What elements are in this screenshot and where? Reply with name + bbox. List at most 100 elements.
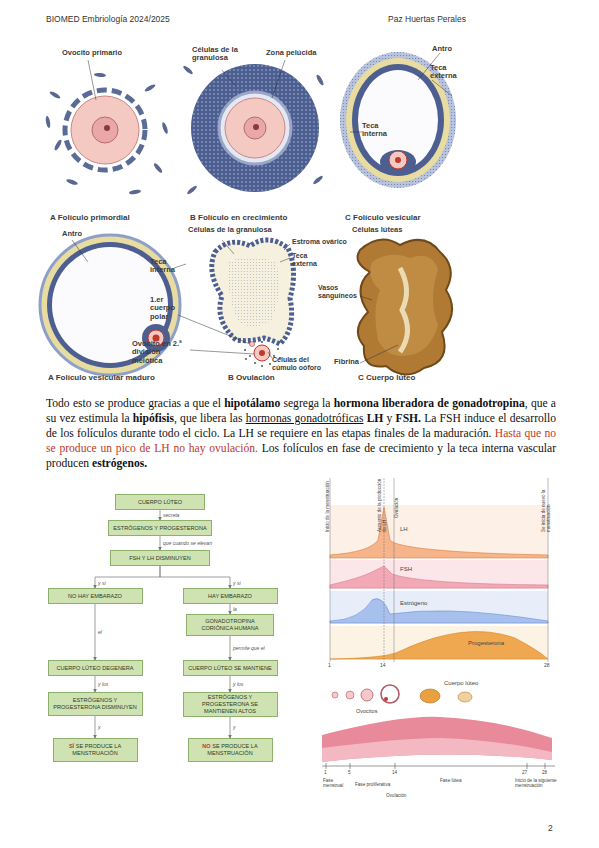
box-text: GONADOTROPINA CORIÓNICA HUMANA [201, 618, 258, 631]
figure-label: 28 [542, 770, 547, 775]
edge-label: y los [98, 681, 108, 687]
page-header: BIOMED Embriología 2024/2025 [46, 15, 170, 25]
process-box: CUERPO LÚTEO DEGENERA [48, 660, 143, 676]
page-header: 2 [548, 824, 553, 834]
hormone-chart-part [330, 591, 548, 624]
figure-label: Antro [62, 230, 82, 238]
leader-line-part [88, 60, 96, 100]
stroma-cells-part [312, 175, 324, 186]
box-text: FSH Y LH DISMINUYEN [129, 555, 191, 561]
leader-line-part [174, 264, 186, 268]
body-text: segrega la [283, 397, 330, 410]
hormone-chart-part [322, 717, 552, 762]
flow-arrow [160, 510, 161, 520]
stroma-cells-part [129, 189, 142, 195]
figure-label: Células del cúmulo oóforo [272, 356, 332, 372]
hormone-chart-part [330, 632, 548, 659]
stroma-cells-part [49, 90, 61, 99]
leader-line-part [350, 132, 362, 133]
body-text: estrógenos. [92, 457, 147, 470]
box-text: HAY EMBARAZO [208, 593, 252, 600]
corpus-luteum [358, 240, 453, 375]
leader-line-part [72, 240, 88, 262]
box-text: CUERPO LÚTEO SE MANTIENE [188, 665, 272, 672]
growing-follicle-part [219, 92, 291, 164]
hormone-chart-part [361, 689, 373, 701]
figure-label: 5 [348, 770, 351, 775]
figure-label: Teca externa [292, 252, 324, 268]
figure-label: 14 [392, 770, 397, 775]
stroma-cells-part [315, 74, 324, 86]
figure-label: FSH [400, 566, 412, 573]
figure-label: C Cuerpo lúteo [358, 374, 415, 383]
body-text: , que libera las [174, 412, 242, 425]
figure-label: 1 [324, 770, 327, 775]
figure-label: B Ovulación [228, 374, 275, 383]
ovulation-part [228, 257, 279, 327]
hormone-chart [322, 478, 555, 769]
flow-arrow [230, 604, 231, 614]
hormone-chart-part [326, 763, 327, 769]
hormone-chart-part [350, 763, 351, 769]
hormone-chart-part [381, 685, 399, 703]
edge-label: el [98, 629, 102, 635]
hormone-chart-part [384, 478, 385, 662]
figure-label: Fase proliferativa [355, 782, 390, 787]
edge-label: permite que el [233, 645, 265, 651]
ovulation-part-part [261, 365, 263, 367]
process-box: ESTRÓGENOS Y PROGESTERONA DISMINUYEN [48, 692, 143, 716]
growing-follicle-part [225, 98, 285, 158]
body-text: hipotálamo [224, 397, 280, 410]
ovulation-part [244, 341, 281, 367]
figure-label: Fase lútea [440, 778, 461, 783]
hormone-chart-part [384, 697, 388, 701]
stroma-cells-part [161, 122, 169, 135]
primordial-follicle-part [104, 125, 110, 131]
body-text: hormona liberadora de gonadotropina [334, 397, 525, 410]
figure-label: C Folículo vesicular [345, 214, 421, 223]
box-text: NO HAY EMBARAZO [68, 593, 122, 600]
figure-label: 27 [522, 770, 527, 775]
vesicular-follicle-part [389, 151, 407, 169]
ovulation-part-part [277, 348, 279, 350]
box-text: SE PRODUCE LA MENSTRUACIÓN [72, 743, 121, 756]
figure-label: Zona pelúcida [266, 49, 316, 57]
box-text: ESTRÓGENOS Y PROGESTERONA SE MANTIENEN A… [202, 694, 258, 714]
stroma-cells [45, 65, 325, 196]
figure-label: Aumento de la producción de LH [378, 478, 388, 532]
leader-line [72, 53, 452, 363]
edge-label: que cuando se elevan [163, 540, 212, 546]
figure-label: Estrógeno [400, 600, 427, 607]
hormone-chart-part [330, 507, 548, 558]
stroma-cells-part [144, 83, 156, 92]
figure-label: 28 [544, 663, 550, 669]
flow-arrow [95, 676, 96, 692]
process-box: CUERPO LÚTEO SE MANTIENE [183, 660, 278, 676]
box-text: CUERPO LÚTEO [138, 499, 182, 506]
ovulation-part [212, 240, 294, 344]
ovulation-part-part [245, 358, 247, 360]
ovulation-part [250, 342, 255, 347]
leader-line-part [360, 345, 398, 363]
body-text: FSH. [396, 412, 421, 425]
leader-line-part [268, 352, 272, 358]
hormone-chart-part [527, 763, 528, 769]
leader-line-part [360, 296, 372, 300]
growing-follicle-part [191, 64, 319, 192]
edge-label: y los [233, 681, 243, 687]
box-text: NO HAY EMBARAZO [68, 593, 122, 599]
figure-label: Teca externa [430, 64, 470, 81]
edge-label: secreta [163, 512, 179, 518]
growing-follicle-part [191, 64, 319, 192]
hormone-chart-part [332, 692, 338, 698]
ovulation-part [254, 345, 270, 361]
edge-label: la [233, 606, 237, 612]
flow-arrow [95, 566, 160, 588]
process-box: CUERPO LÚTEO [115, 494, 205, 510]
figure-label: Se inicia de nuevo la menstruación [542, 478, 552, 532]
box-text: SÍ SE PRODUCE LA MENSTRUACIÓN [57, 743, 134, 757]
body-text: hipófisis [133, 412, 174, 425]
figure-label: Células lúteas [352, 226, 402, 234]
figure-label: Teca interna [362, 122, 396, 139]
